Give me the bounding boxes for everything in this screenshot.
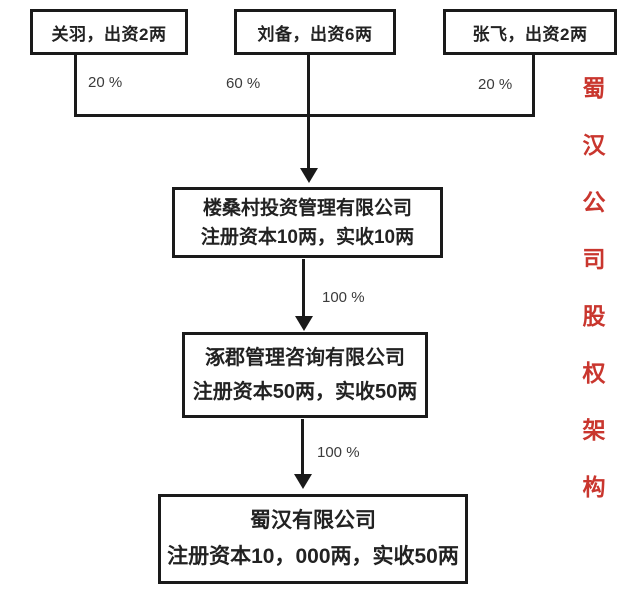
connector-line-center bbox=[307, 55, 310, 170]
shareholder-box-liubei: 刘备，出资6两 bbox=[234, 9, 396, 55]
ownership-label-100-2: 100 % bbox=[317, 444, 360, 461]
company-box-lousangcun: 楼桑村投资管理有限公司 注册资本10两，实收10两 bbox=[172, 187, 443, 258]
shareholder-box-guanyu: 关羽，出资2两 bbox=[30, 9, 188, 55]
connector-line-1-2 bbox=[302, 259, 305, 318]
connector-line-horizontal bbox=[74, 114, 535, 117]
ownership-label-guanyu: 20 % bbox=[88, 74, 123, 91]
company-capital: 注册资本50两，实收50两 bbox=[192, 381, 418, 403]
connector-line-2-3 bbox=[301, 419, 304, 476]
company-capital: 注册资本10，000两，实收50两 bbox=[167, 545, 459, 568]
diagram-title-vertical: 蜀汉公司股权架构 bbox=[579, 76, 605, 532]
shareholder-box-zhangfei: 张飞，出资2两 bbox=[443, 9, 617, 55]
company-name: 楼桑村投资管理有限公司 bbox=[202, 197, 412, 219]
shareholder-label: 关羽，出资2两 bbox=[51, 24, 167, 44]
shareholder-label: 张飞，出资2两 bbox=[472, 24, 588, 44]
ownership-label-liubei: 60 % bbox=[226, 75, 261, 92]
company-box-shuhan: 蜀汉有限公司 注册资本10，000两，实收50两 bbox=[158, 494, 468, 584]
company-capital: 注册资本10两，实收10两 bbox=[200, 226, 415, 248]
ownership-label-zhangfei: 20 % bbox=[478, 76, 513, 93]
connector-line-right-stub bbox=[532, 55, 535, 117]
connector-line-left-stub bbox=[74, 55, 77, 117]
company-box-zhuojun: 涿郡管理咨询有限公司 注册资本50两，实收50两 bbox=[182, 332, 428, 418]
shareholder-label: 刘备，出资6两 bbox=[257, 24, 373, 44]
ownership-label-100-1: 100 % bbox=[322, 289, 365, 306]
arrow-down-icon bbox=[294, 316, 313, 331]
arrow-down-icon bbox=[293, 474, 312, 489]
company-name: 涿郡管理咨询有限公司 bbox=[205, 347, 405, 369]
arrow-down-icon bbox=[299, 168, 318, 183]
company-name: 蜀汉有限公司 bbox=[250, 509, 376, 532]
